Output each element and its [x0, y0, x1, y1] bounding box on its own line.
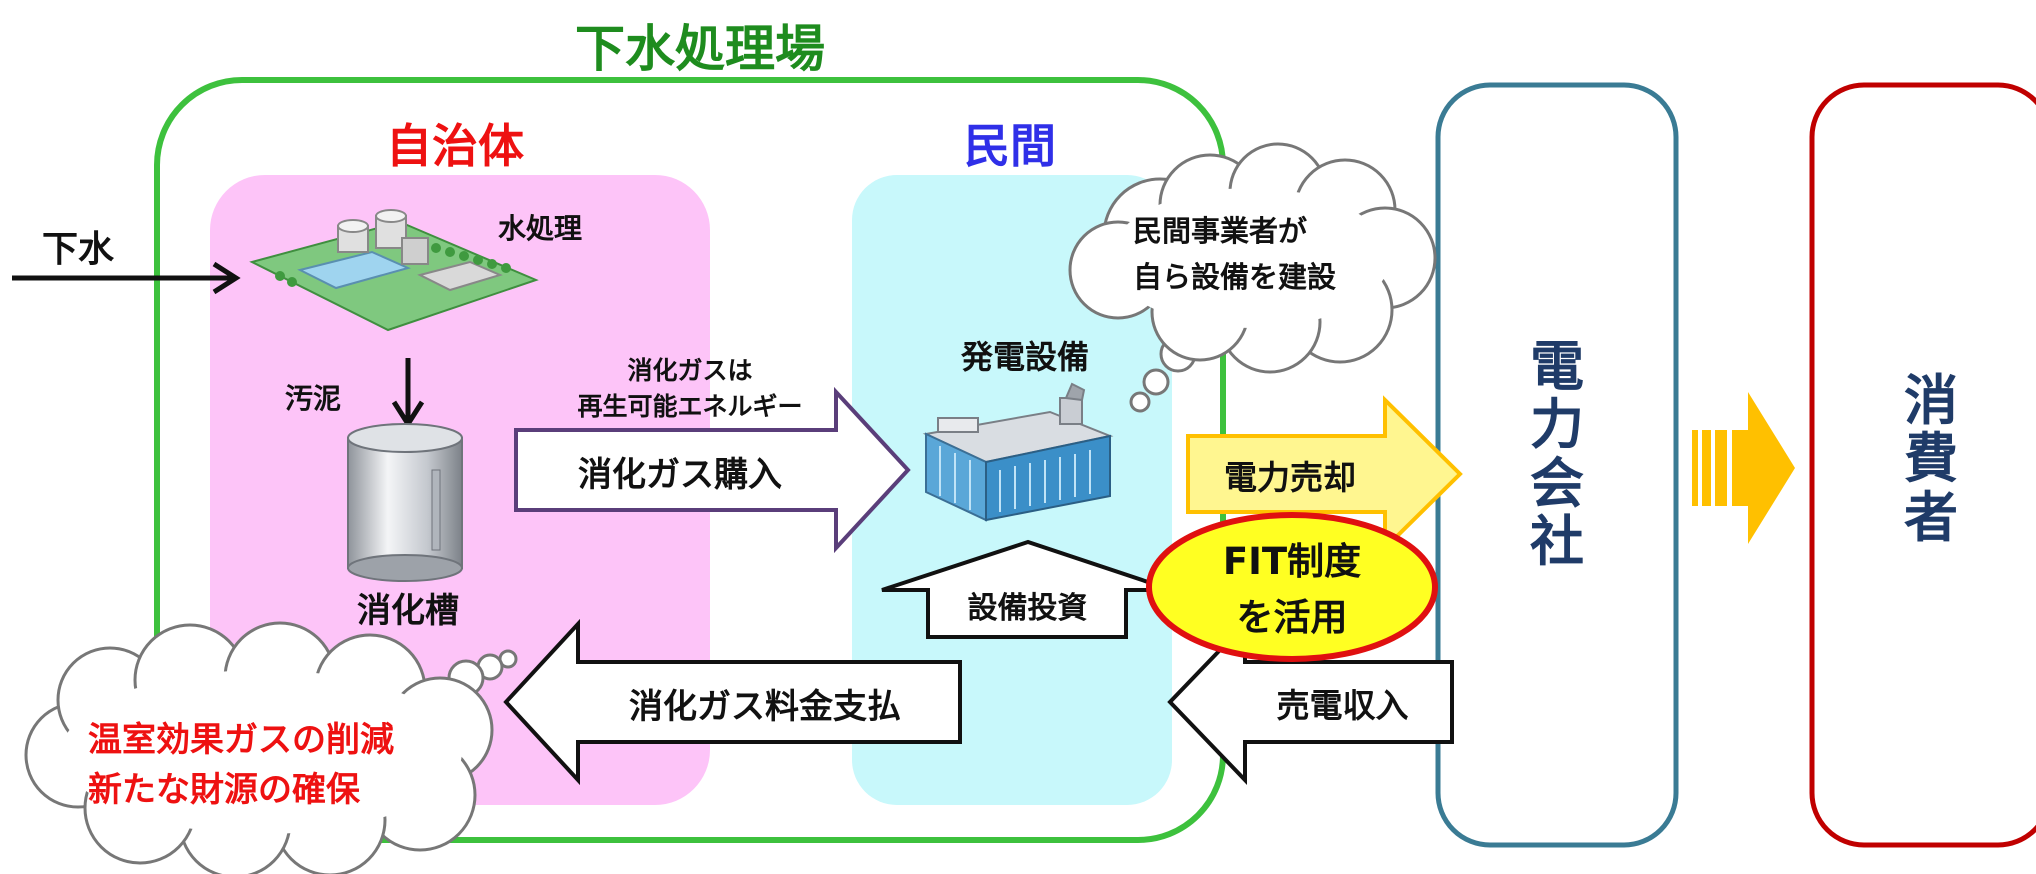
fit-badge-line1: FIT制度 — [1222, 540, 1362, 583]
private-title: 民間 — [964, 119, 1056, 173]
gas-purchase-arrow-shape — [514, 386, 911, 554]
power-company-label: 電 力 会 社 — [1438, 335, 1676, 573]
power-sale-label: 電力売却 — [1224, 458, 1356, 497]
digestion-tank-icon — [347, 423, 463, 582]
power-company-char: 社 — [1530, 509, 1584, 573]
supply-arrow — [1692, 392, 1795, 544]
sludge-label: 汚泥 — [285, 382, 342, 415]
benefit-bubble-line1: 温室効果ガスの削減 — [88, 720, 394, 760]
municipality-title: 自治体 — [386, 119, 524, 173]
inflow-arrow — [12, 261, 241, 295]
inflow-label: 下水 — [42, 229, 115, 270]
consumer-label: 消 費 者 — [1812, 369, 2036, 549]
consumer-char: 費 — [1904, 427, 1958, 491]
facility-label: 発電設備 — [960, 338, 1089, 376]
plant-title: 下水処理場 — [575, 20, 825, 78]
power-company-char: 力 — [1530, 393, 1584, 457]
sewage-plant-icon — [249, 209, 539, 332]
benefit-bubble-line2: 新たな財源の確保 — [88, 770, 360, 810]
water-treatment-label: 水処理 — [498, 212, 583, 245]
private-bubble-line1: 民間事業者が — [1133, 214, 1308, 248]
fit-badge-shape — [1146, 512, 1438, 662]
consumer-char: 消 — [1904, 369, 1958, 432]
power-generator-icon — [922, 382, 1114, 522]
fit-badge-line2: を活用 — [1236, 596, 1348, 639]
gas-payment-arrow-shape — [503, 618, 962, 786]
digester-label: 消化槽 — [357, 590, 459, 631]
gas-purchase-label: 消化ガス購入 — [578, 454, 782, 495]
consumer-box — [1809, 82, 2036, 848]
power-company-char: 電 — [1530, 335, 1584, 398]
power-company-char: 会 — [1530, 451, 1584, 515]
gas-note-line1: 消化ガスは — [627, 356, 753, 385]
private-bubble-line2: 自ら設備を建設 — [1133, 260, 1337, 294]
investment-arrow-shape — [881, 539, 1173, 639]
sales-revenue-label: 売電収入 — [1276, 686, 1409, 725]
investment-label: 設備投資 — [967, 591, 1088, 626]
gas-payment-label: 消化ガス料金支払 — [629, 686, 901, 727]
gas-note-line2: 再生可能エネルギー — [577, 392, 803, 421]
power-sale-arrow-shape — [1186, 395, 1463, 553]
consumer-char: 者 — [1904, 485, 1958, 549]
